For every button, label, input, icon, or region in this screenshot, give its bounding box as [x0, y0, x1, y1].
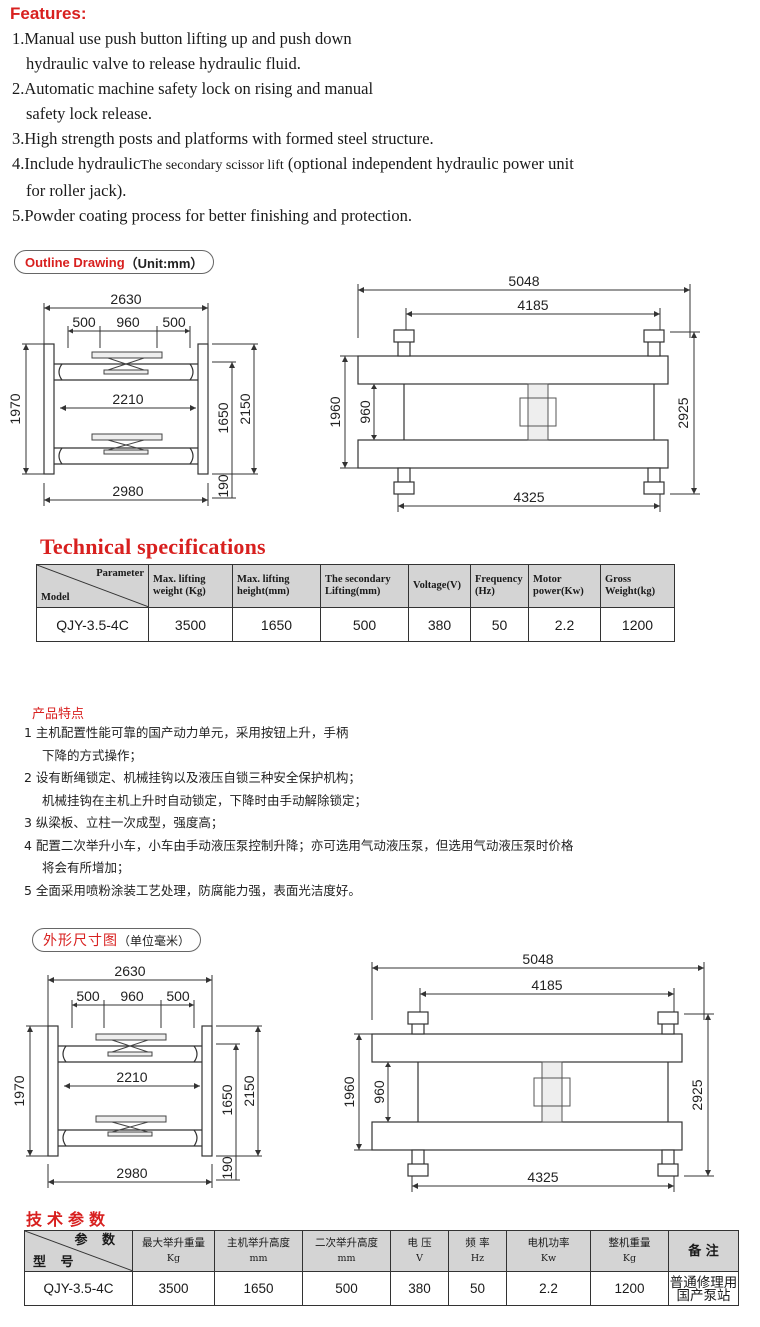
- feature-item-3: 3.High strength posts and platforms with…: [12, 129, 434, 148]
- feature-item-1: 1.Manual use push button lifting up and …: [12, 29, 352, 48]
- cn-feature-1: 1 主机配置性能可靠的国产动力单元，采用按钮上升，手柄: [24, 725, 349, 740]
- value-cell: 3500: [148, 607, 233, 642]
- svg-text:5048: 5048: [508, 273, 539, 289]
- value-cell: 50: [448, 1271, 507, 1306]
- value-cell: 1200: [590, 1271, 669, 1306]
- value-cell: 500: [320, 607, 409, 642]
- value-cell: 50: [470, 607, 529, 642]
- feature-item-5: 5.Powder coating process for better fini…: [12, 206, 413, 225]
- svg-text:4185: 4185: [517, 297, 548, 313]
- svg-text:2630: 2630: [110, 291, 141, 307]
- svg-text:960: 960: [371, 1080, 387, 1104]
- cn-header-remark: 备 注: [668, 1230, 739, 1272]
- table-row: QJY-3.5-4C 3500 1650 500 380 50 2.2 1200: [36, 607, 675, 642]
- svg-text:1650: 1650: [215, 402, 231, 433]
- cn-feature-3: 3 纵梁板、立柱一次成型，强度高；: [24, 815, 224, 830]
- value-cell: 1650: [214, 1271, 303, 1306]
- svg-text:500: 500: [76, 988, 100, 1004]
- svg-text:5048: 5048: [522, 951, 553, 967]
- cn-feature-4-cont: 将会有所增加；: [42, 860, 130, 875]
- svg-text:500: 500: [72, 314, 96, 330]
- cn-spec-title: 技术参数: [26, 1210, 111, 1229]
- value-cell: 380: [390, 1271, 449, 1306]
- features-title: Features:: [10, 4, 87, 23]
- svg-text:2150: 2150: [241, 1075, 257, 1106]
- feature-item-4-cont: for roller jack).: [26, 181, 127, 200]
- remark-cell: 普通修理用国产泵站: [668, 1271, 739, 1306]
- value-cell: 2.2: [506, 1271, 591, 1306]
- front-view-drawing: 2630 500 960 500 2210 2980 1970 1650 215…: [7, 291, 258, 506]
- svg-text:2980: 2980: [112, 483, 143, 499]
- cn-feature-4: 4 配置二次举升小车，小车由手动液压泵控制升降；亦可选用气动液压泵，但选用气动液…: [24, 837, 574, 853]
- svg-text:1650: 1650: [219, 1084, 235, 1115]
- cn-feature-2-cont: 机械挂钩在主机上升时自动锁定，下降时由手动解除锁定；: [42, 792, 368, 808]
- cn-feature-2: 2 设有断绳锁定、机械挂钩以及液压自锁三种安全保护机构；: [24, 770, 361, 785]
- svg-text:4325: 4325: [527, 1169, 558, 1185]
- svg-text:2980: 2980: [116, 1165, 147, 1181]
- technical-specifications-title: Technical specifications: [40, 534, 266, 559]
- svg-text:2925: 2925: [689, 1079, 705, 1110]
- feature-item-2: 2.Automatic machine safety lock on risin…: [12, 79, 374, 98]
- value-cell: 1200: [600, 607, 675, 642]
- top-view-drawing: 5048 4185 4325 1960 960 2925: [327, 273, 700, 512]
- svg-text:1970: 1970: [7, 393, 23, 424]
- svg-text:960: 960: [357, 400, 373, 424]
- header-voltage: Voltage(V): [408, 564, 471, 608]
- cn-top-view-drawing: 5048 4185 4325 1960 960 2925: [341, 951, 714, 1192]
- svg-text:1960: 1960: [341, 1076, 357, 1107]
- value-cell: 2.2: [528, 607, 601, 642]
- svg-text:190: 190: [219, 1156, 235, 1180]
- svg-text:2210: 2210: [116, 1069, 147, 1085]
- value-cell: 3500: [132, 1271, 215, 1306]
- model-cell: QJY-3.5-4C: [24, 1271, 133, 1306]
- cn-front-view-drawing: 2630 500 960 500 2210 2980 1970 1650 215…: [11, 963, 262, 1188]
- model-cell: QJY-3.5-4C: [36, 607, 149, 642]
- feature-item-4: 4.Include hydraulicThe secondary scissor…: [12, 154, 574, 173]
- svg-text:960: 960: [120, 988, 144, 1004]
- svg-text:2925: 2925: [675, 397, 691, 428]
- outline-drawing-label: Outline Drawing（Unit:mm）: [14, 250, 215, 274]
- svg-text:190: 190: [215, 474, 231, 498]
- features-list: 1.Manual use push button lifting up and …: [12, 26, 752, 228]
- header-frequency: Frequency(Hz): [470, 564, 529, 608]
- cn-outline-drawing-label: 外形尺寸图（单位毫米）: [32, 928, 202, 952]
- svg-text:4185: 4185: [531, 977, 562, 993]
- svg-text:2210: 2210: [112, 391, 143, 407]
- table-row: QJY-3.5-4C 3500 1650 500 380 50 2.2 1200…: [24, 1271, 739, 1306]
- spec-corner-cell: Parameter Model: [36, 564, 149, 608]
- svg-text:500: 500: [162, 314, 186, 330]
- cn-features-list: 1 主机配置性能可靠的国产动力单元，采用按钮上升，手柄 下降的方式操作； 2 设…: [24, 722, 573, 902]
- value-cell: 380: [408, 607, 471, 642]
- cn-spec-corner-cell: 参 数 型 号: [24, 1230, 133, 1272]
- svg-text:2150: 2150: [237, 393, 253, 424]
- value-cell: 1650: [232, 607, 321, 642]
- cn-features-title: 产品特点: [32, 707, 85, 722]
- svg-text:500: 500: [166, 988, 190, 1004]
- feature-item-1-cont: hydraulic valve to release hydraulic flu…: [26, 54, 301, 73]
- svg-text:4325: 4325: [513, 489, 544, 505]
- value-cell: 500: [302, 1271, 391, 1306]
- cn-feature-1-cont: 下降的方式操作；: [42, 747, 143, 763]
- svg-text:960: 960: [116, 314, 140, 330]
- feature-item-2-cont: safety lock release.: [26, 104, 152, 123]
- cn-feature-5: 5 全面采用喷粉涂装工艺处理，防腐能力强，表面光洁度好。: [24, 882, 361, 898]
- svg-text:1970: 1970: [11, 1075, 27, 1106]
- svg-text:1960: 1960: [327, 396, 343, 427]
- svg-text:2630: 2630: [114, 963, 145, 979]
